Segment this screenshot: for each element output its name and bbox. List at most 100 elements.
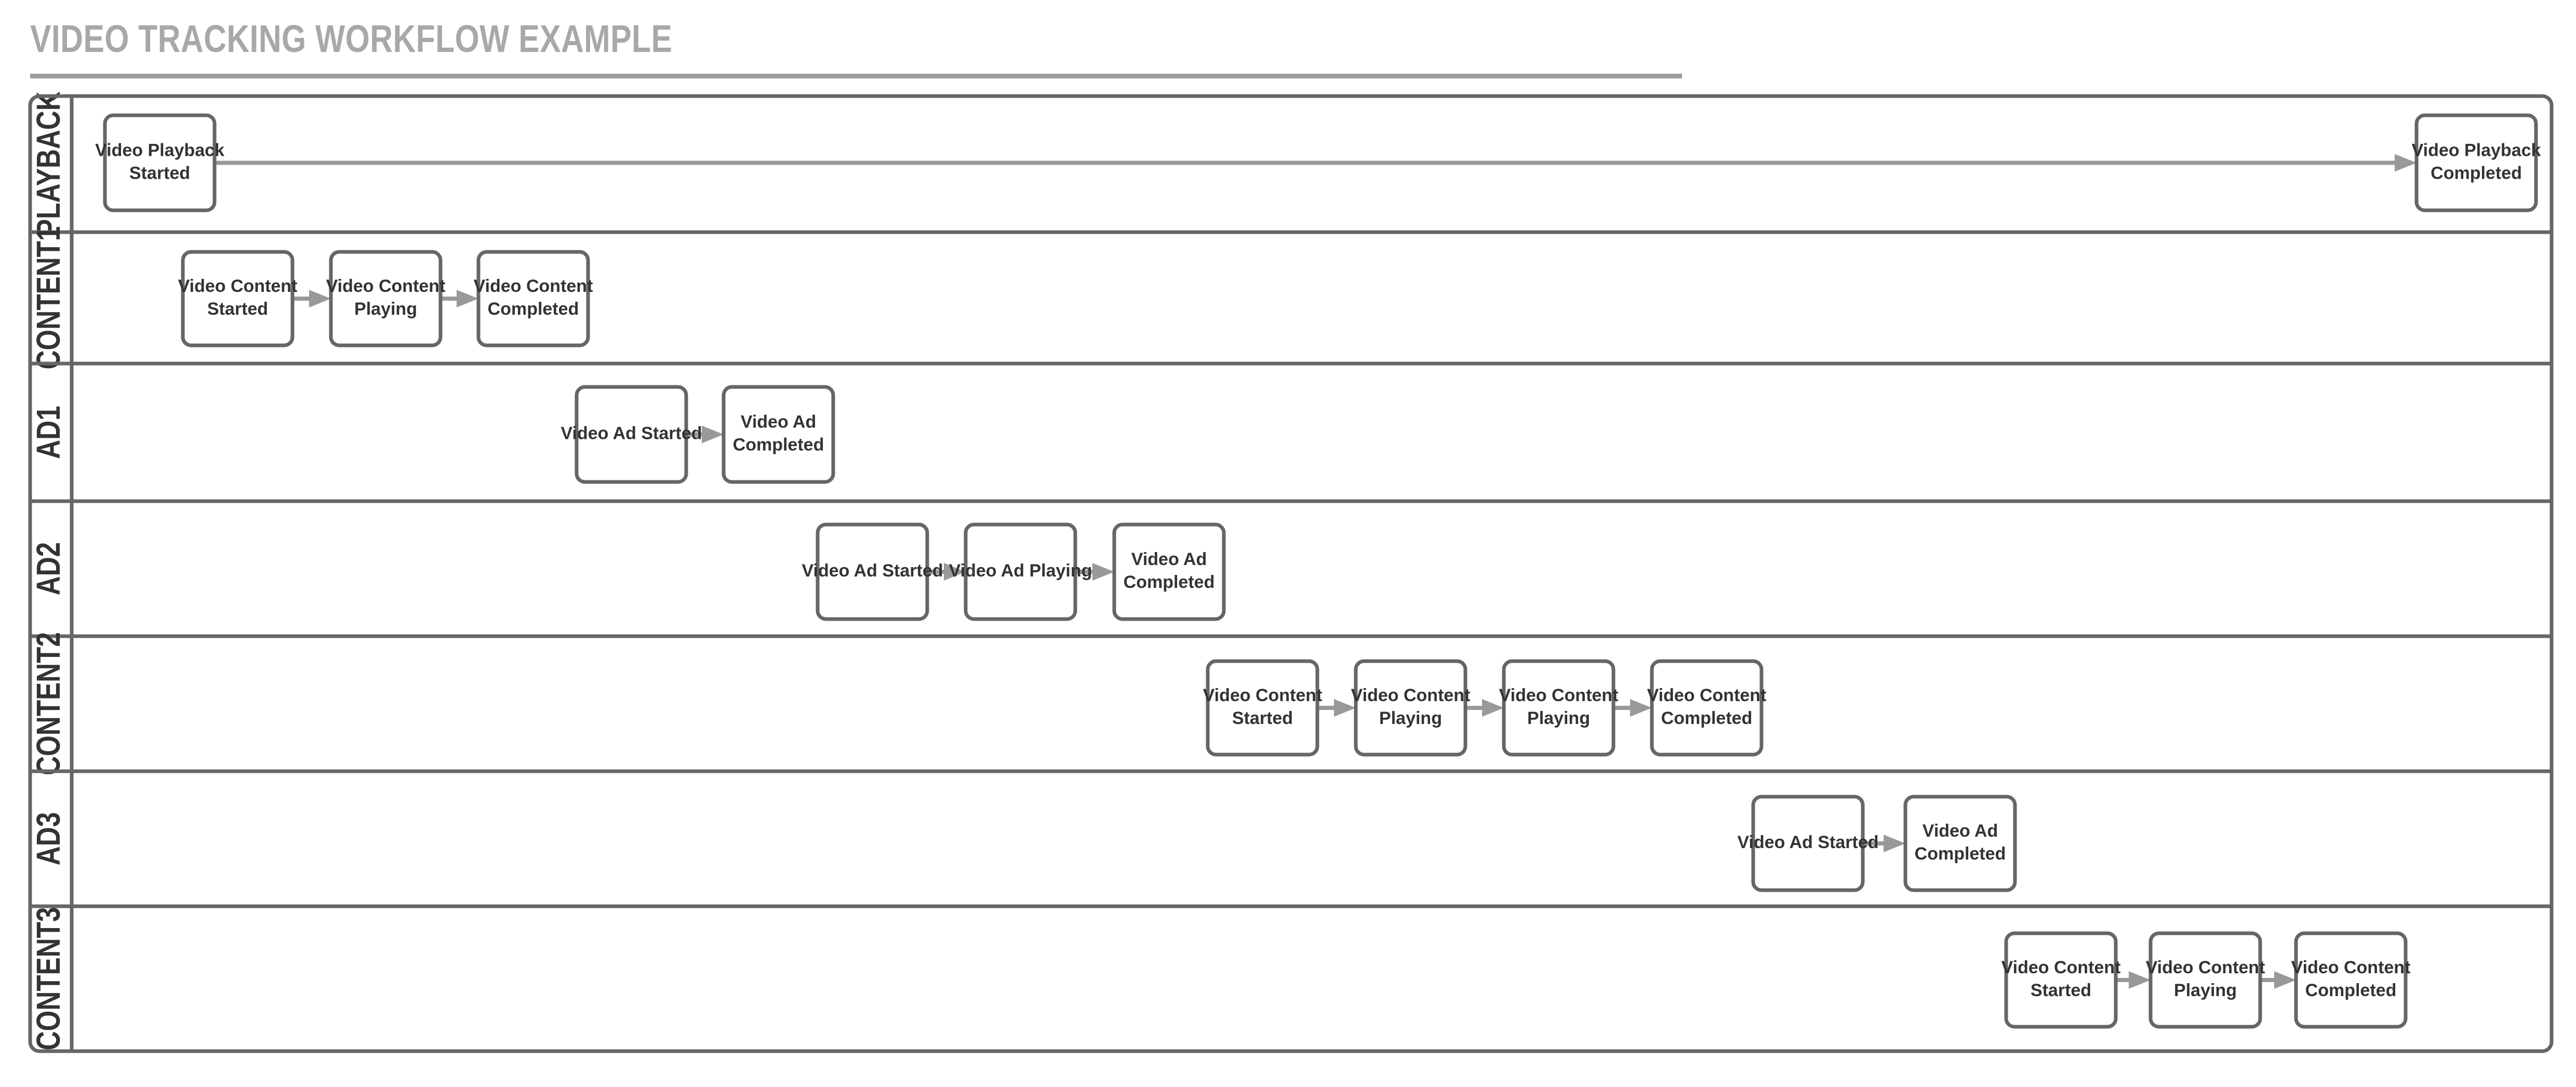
lane-label-playback: PLAYBACK bbox=[31, 91, 68, 237]
flow-arrow bbox=[1613, 699, 1652, 717]
lane-ad1: AD1 bbox=[30, 361, 2552, 501]
node-label: Started bbox=[129, 163, 190, 183]
edges-layer bbox=[215, 154, 2417, 989]
flow-arrow bbox=[292, 290, 331, 307]
node-box[interactable] bbox=[1650, 659, 1764, 757]
node-label: Completed bbox=[488, 299, 579, 319]
lane-label-content2: CONTENT2 bbox=[31, 632, 68, 775]
node-label: Video Content bbox=[1499, 686, 1619, 705]
lane-ad2: AD2 bbox=[30, 499, 2552, 636]
flow-arrow bbox=[1317, 699, 1356, 717]
node-box[interactable] bbox=[964, 522, 1077, 621]
lane-label-content3: CONTENT3 bbox=[31, 907, 68, 1051]
arrow-head-icon bbox=[1334, 699, 1356, 717]
node-box[interactable] bbox=[1206, 659, 1319, 757]
node-box[interactable] bbox=[816, 522, 929, 621]
node-label: Video Content bbox=[474, 276, 593, 296]
node-label: Completed bbox=[2431, 163, 2522, 183]
flow-arrow bbox=[215, 154, 2417, 172]
node-label: Video Playback bbox=[95, 140, 224, 160]
flow-arrow bbox=[1075, 563, 1114, 581]
node-label: Video Content bbox=[2291, 958, 2411, 977]
node-box[interactable] bbox=[2004, 931, 2118, 1029]
node-label: Completed bbox=[2305, 981, 2397, 1000]
node-label: Video Playback bbox=[2412, 140, 2541, 160]
node-box[interactable] bbox=[329, 250, 443, 347]
node-label: Started bbox=[207, 299, 268, 319]
node-label: Completed bbox=[1124, 572, 1215, 592]
node-box[interactable] bbox=[1354, 659, 1467, 757]
flow-arrow bbox=[1465, 699, 1504, 717]
arrow-head-icon bbox=[944, 563, 966, 581]
flow-arrow bbox=[1863, 835, 1905, 852]
node-box[interactable] bbox=[1903, 795, 2017, 892]
node-label: Video Ad bbox=[741, 412, 816, 432]
arrow-head-icon bbox=[1884, 835, 1905, 852]
node-box[interactable] bbox=[2294, 931, 2408, 1029]
arrow-head-icon bbox=[1482, 699, 1504, 717]
flow-arrow bbox=[441, 290, 478, 307]
node-label: Video Ad bbox=[1923, 821, 1998, 841]
arrow-head-icon bbox=[2129, 971, 2151, 989]
node-label: Video Ad Playing bbox=[949, 561, 1092, 581]
node-label: Video Ad Started bbox=[802, 561, 943, 581]
node-label: Video Ad Started bbox=[560, 423, 702, 443]
node-label: Started bbox=[2031, 981, 2091, 1000]
node-label: Playing bbox=[2174, 981, 2237, 1000]
flow-node[interactable]: Video Ad Started bbox=[802, 522, 943, 621]
node-label: Completed bbox=[1915, 844, 2006, 864]
node-box[interactable] bbox=[476, 250, 590, 347]
node-label: Video Content bbox=[1203, 686, 1323, 705]
node-label: Started bbox=[1232, 708, 1293, 728]
lane-label-content1: CONTENT1 bbox=[31, 226, 68, 370]
node-label: Video Ad Started bbox=[1737, 833, 1878, 852]
node-label: Playing bbox=[1527, 708, 1590, 728]
node-label: Video Content bbox=[1647, 686, 1767, 705]
node-box[interactable] bbox=[575, 385, 688, 484]
node-box[interactable] bbox=[1502, 659, 1616, 757]
node-box[interactable] bbox=[2148, 931, 2262, 1029]
node-box[interactable] bbox=[1751, 795, 1865, 892]
page-title: VIDEO TRACKING WORKFLOW EXAMPLE bbox=[30, 17, 673, 60]
lane-ad3: AD3 bbox=[30, 769, 2552, 906]
node-label: Video Content bbox=[326, 276, 446, 296]
flow-node[interactable]: Video Ad Completed bbox=[1903, 795, 2017, 892]
node-box[interactable] bbox=[722, 385, 835, 484]
flow-arrow bbox=[2260, 971, 2296, 989]
node-label: Video Content bbox=[2146, 958, 2265, 977]
lane-label-ad1: AD1 bbox=[31, 406, 68, 459]
lanes-layer: PLAYBACKCONTENT1AD1AD2CONTENT2AD3CONTENT… bbox=[30, 91, 2552, 1051]
title-rule bbox=[30, 74, 1682, 78]
flow-node[interactable]: Video Ad Playing bbox=[949, 522, 1092, 621]
lane-label-ad2: AD2 bbox=[31, 542, 68, 595]
node-box[interactable] bbox=[1112, 522, 1226, 621]
arrow-head-icon bbox=[2395, 154, 2417, 172]
flow-arrow bbox=[686, 425, 724, 444]
lane-playback: PLAYBACK bbox=[31, 91, 74, 237]
node-box[interactable] bbox=[2414, 113, 2538, 212]
flow-node[interactable]: Video Ad Started bbox=[560, 385, 702, 484]
node-box[interactable] bbox=[181, 250, 295, 347]
arrow-head-icon bbox=[702, 425, 724, 444]
flow-node[interactable]: Video Ad Started bbox=[1737, 795, 1879, 892]
node-box[interactable] bbox=[103, 113, 217, 212]
flow-arrow bbox=[2116, 971, 2151, 989]
flow-arrow bbox=[927, 563, 966, 581]
